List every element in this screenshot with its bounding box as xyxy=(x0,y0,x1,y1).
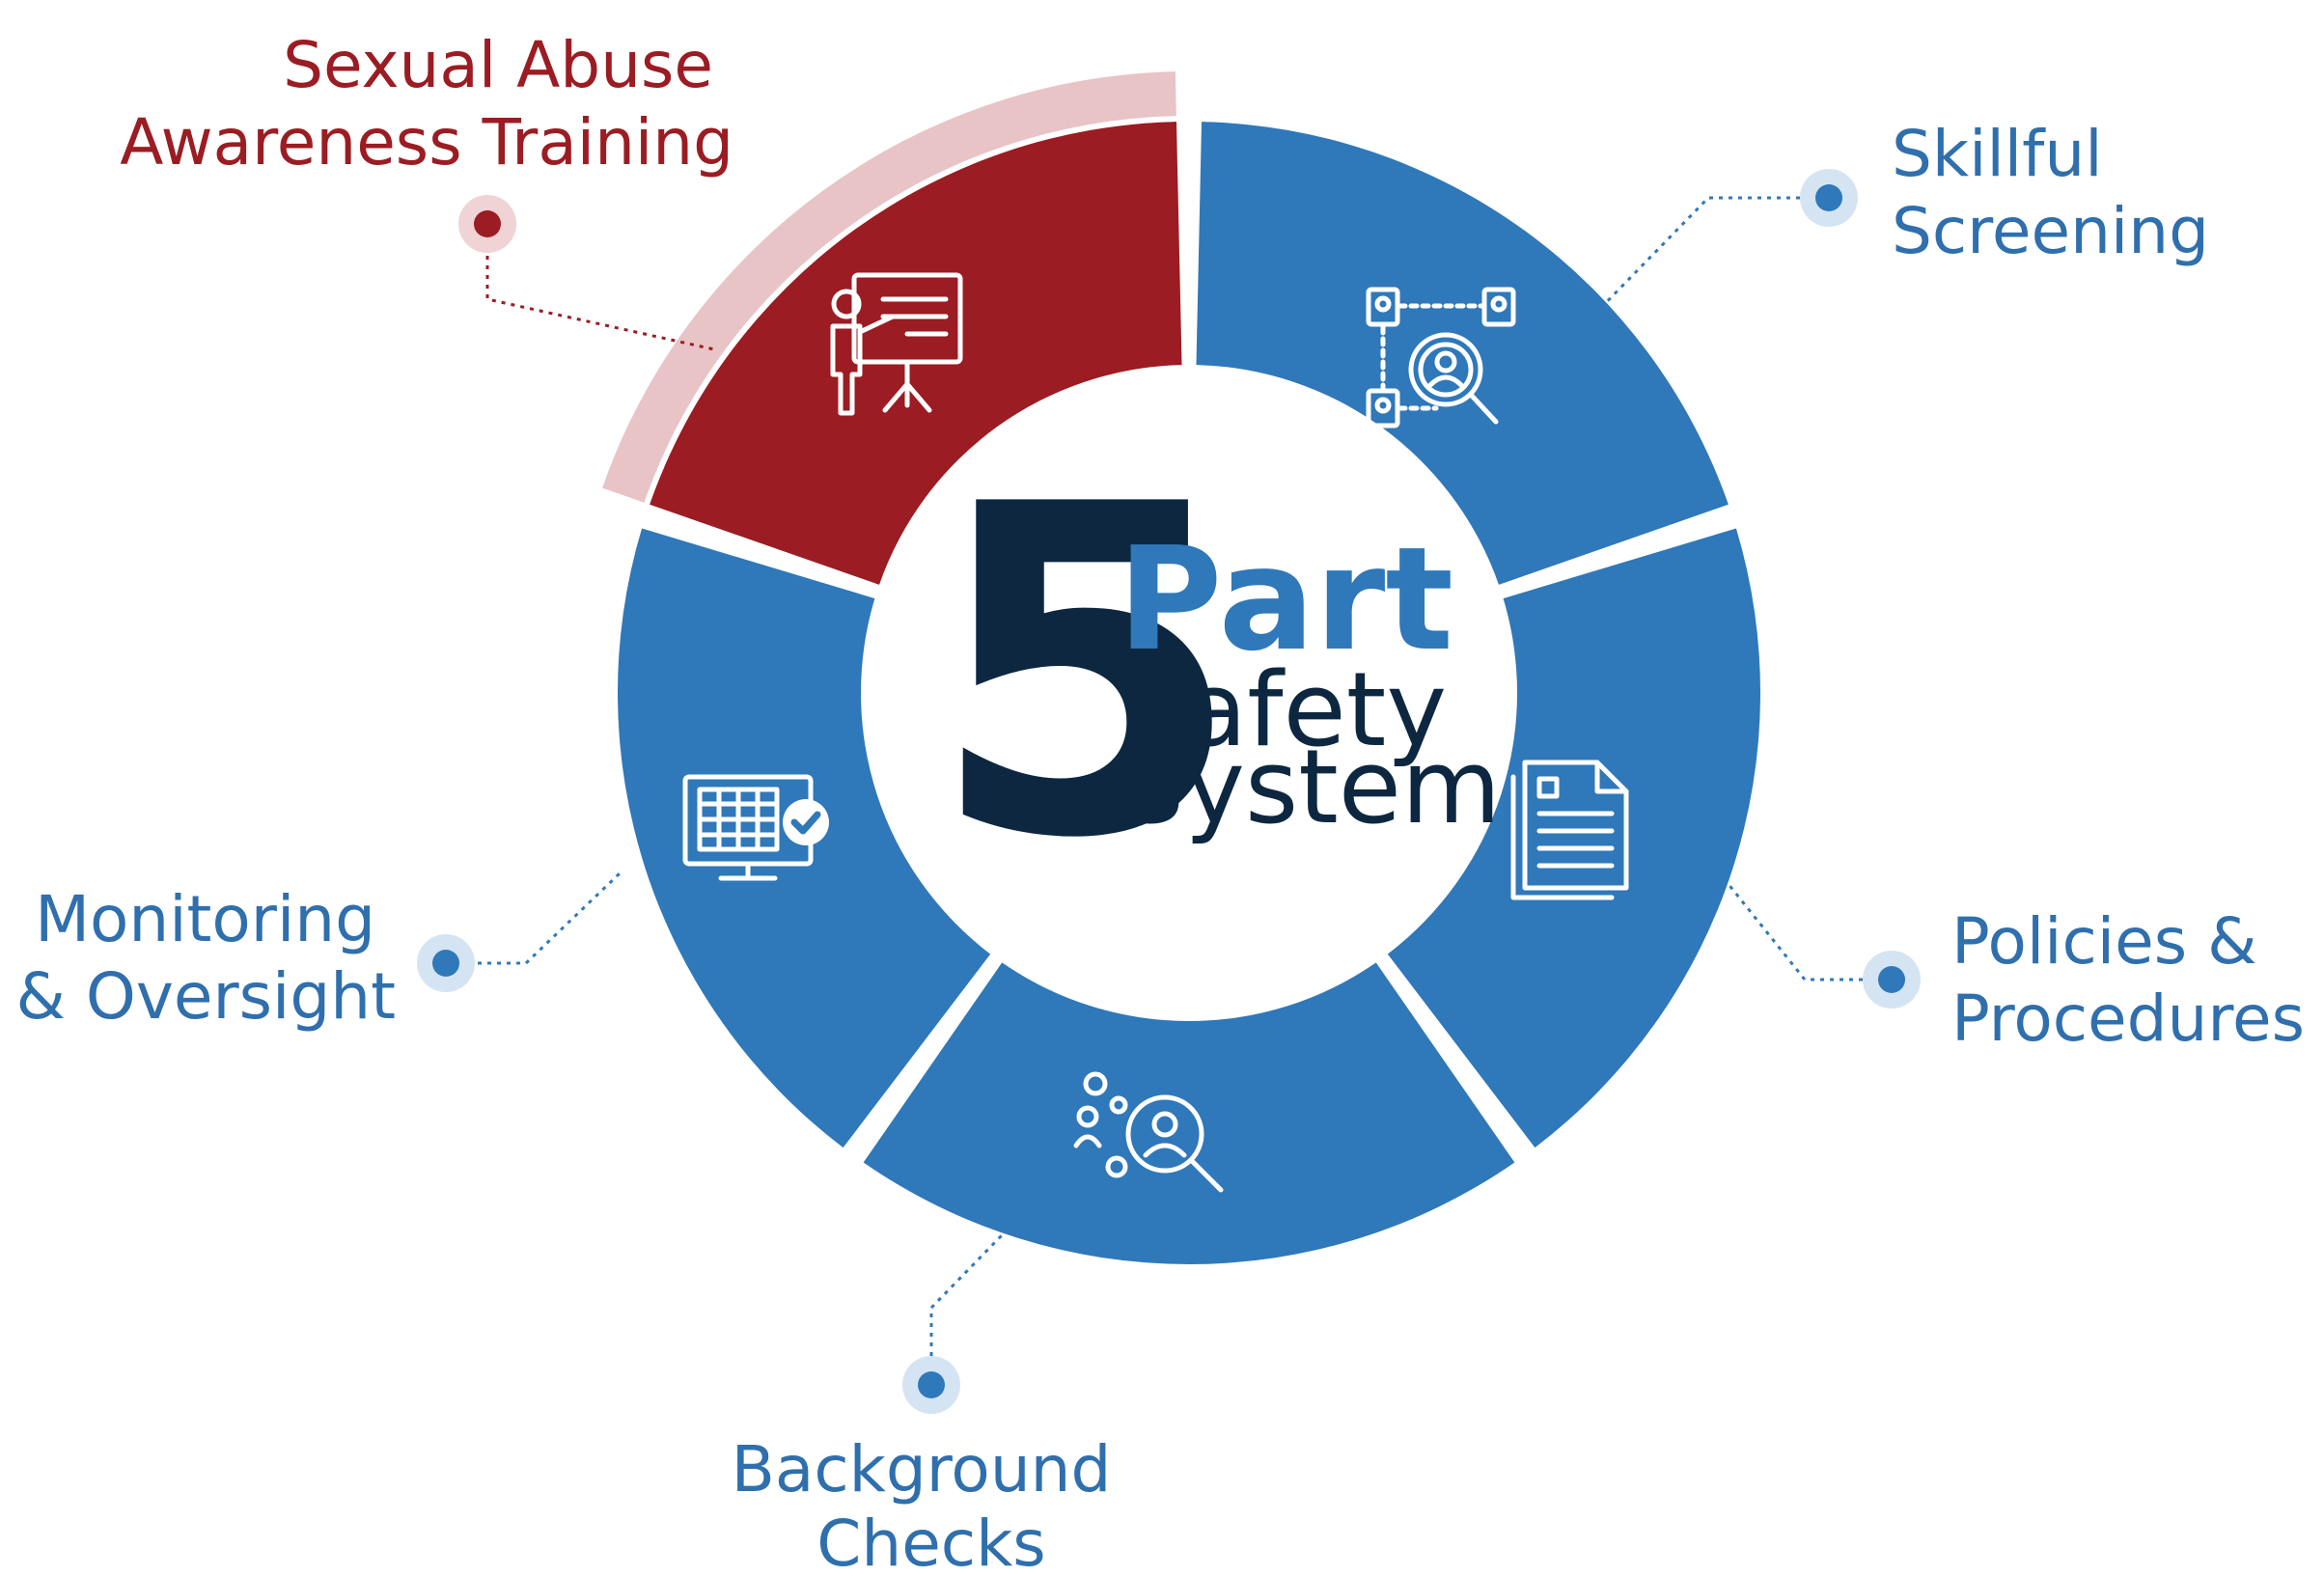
dot-policies xyxy=(1878,966,1905,993)
connector-skillful-screening xyxy=(1589,196,1829,320)
monitor-checklist-icon xyxy=(682,774,829,881)
center-word-safety: Safety xyxy=(1120,650,1447,769)
document-icon xyxy=(1510,760,1629,900)
dot-background xyxy=(918,1371,945,1398)
connector-monitoring xyxy=(449,871,622,965)
connector-dots xyxy=(417,169,1921,1414)
segment-policies-procedures[interactable] xyxy=(1387,528,1761,1148)
segment-sexual-abuse-awareness-training[interactable] xyxy=(650,122,1182,585)
segment-background-checks[interactable] xyxy=(863,962,1515,1264)
dot-sexual-abuse xyxy=(474,210,501,237)
label-skillful-screening: Skillful Screening xyxy=(1892,117,2209,268)
label-sexual-abuse: Sexual Abuse Awareness Training xyxy=(120,28,733,180)
dot-skillful-screening xyxy=(1815,184,1842,211)
label-policies-procedures: Policies & Procedures xyxy=(1951,904,2305,1056)
center-title: 5 Part Safety System xyxy=(927,409,1501,937)
connector-sexual-abuse xyxy=(485,227,715,351)
person-search-icon xyxy=(1073,1071,1224,1193)
center-word-part: Part xyxy=(1118,516,1453,682)
connector-background xyxy=(929,1233,1004,1385)
dot-monitoring xyxy=(432,950,459,977)
connector-policies xyxy=(1714,868,1892,982)
screening-search-icon xyxy=(1366,287,1516,429)
segment-labels: Sexual Abuse Awareness Training Skillful… xyxy=(15,28,2305,1576)
center-word-system: System xyxy=(1120,728,1501,846)
center-number: 5 xyxy=(927,409,1243,937)
presentation-board-icon xyxy=(830,272,963,416)
label-background-checks: Background Checks xyxy=(732,1432,1132,1576)
label-monitoring-oversight: Monitoring & Oversight xyxy=(15,882,396,1034)
segment-highlight-band xyxy=(602,71,1176,503)
